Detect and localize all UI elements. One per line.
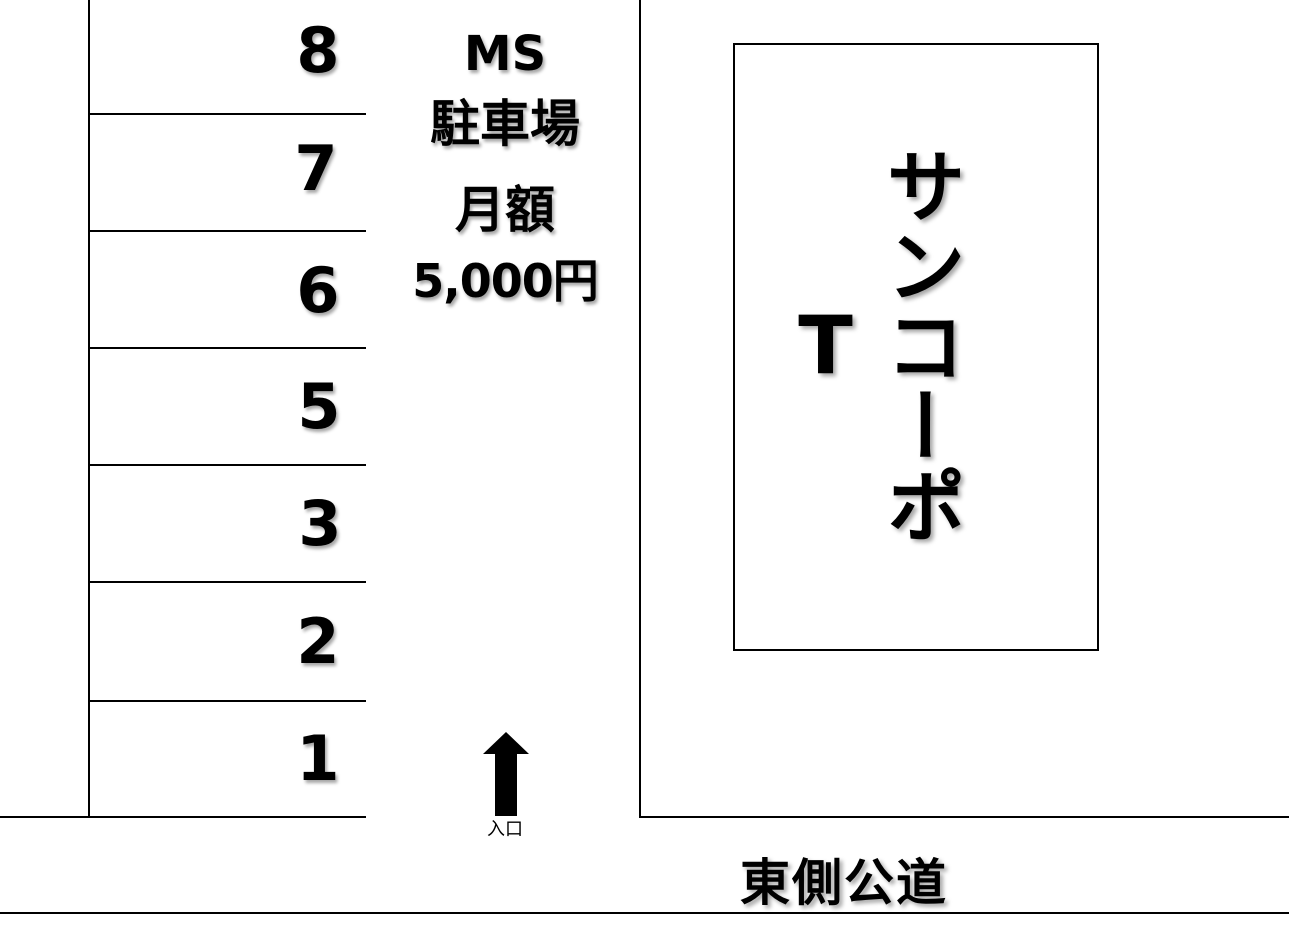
stall-number-7: 7 — [294, 132, 338, 205]
stall-divider — [88, 581, 366, 583]
stall-divider — [88, 700, 366, 702]
stall-divider — [88, 464, 366, 466]
stall-divider — [88, 113, 366, 115]
stall-number-2: 2 — [296, 605, 340, 678]
building-name: サンコーポT — [779, 145, 966, 545]
road-edge-north-right — [639, 816, 1289, 818]
lot-type: 駐車場 — [430, 95, 580, 153]
stall-number-8: 8 — [296, 14, 340, 87]
road-label: 東側公道 — [740, 854, 948, 912]
road-edge-south — [0, 912, 1289, 914]
lot-right-boundary — [639, 0, 641, 818]
stall-number-3: 3 — [298, 487, 342, 560]
stall-divider — [88, 347, 366, 349]
fee-label: 月額 — [455, 181, 555, 239]
lot-left-boundary — [88, 0, 90, 818]
entrance-label: 入口 — [487, 819, 523, 840]
stall-divider — [88, 230, 366, 232]
stall-number-5: 5 — [297, 370, 341, 443]
building-sancorpo-t: サンコーポT — [733, 43, 1099, 651]
fee-amount: 5,000円 — [412, 254, 599, 308]
stall-number-1: 1 — [296, 722, 340, 795]
arrow-up-icon — [483, 732, 529, 816]
lot-name: MS — [463, 26, 547, 82]
road-edge-north-left — [0, 816, 366, 818]
stall-number-6: 6 — [296, 254, 340, 327]
